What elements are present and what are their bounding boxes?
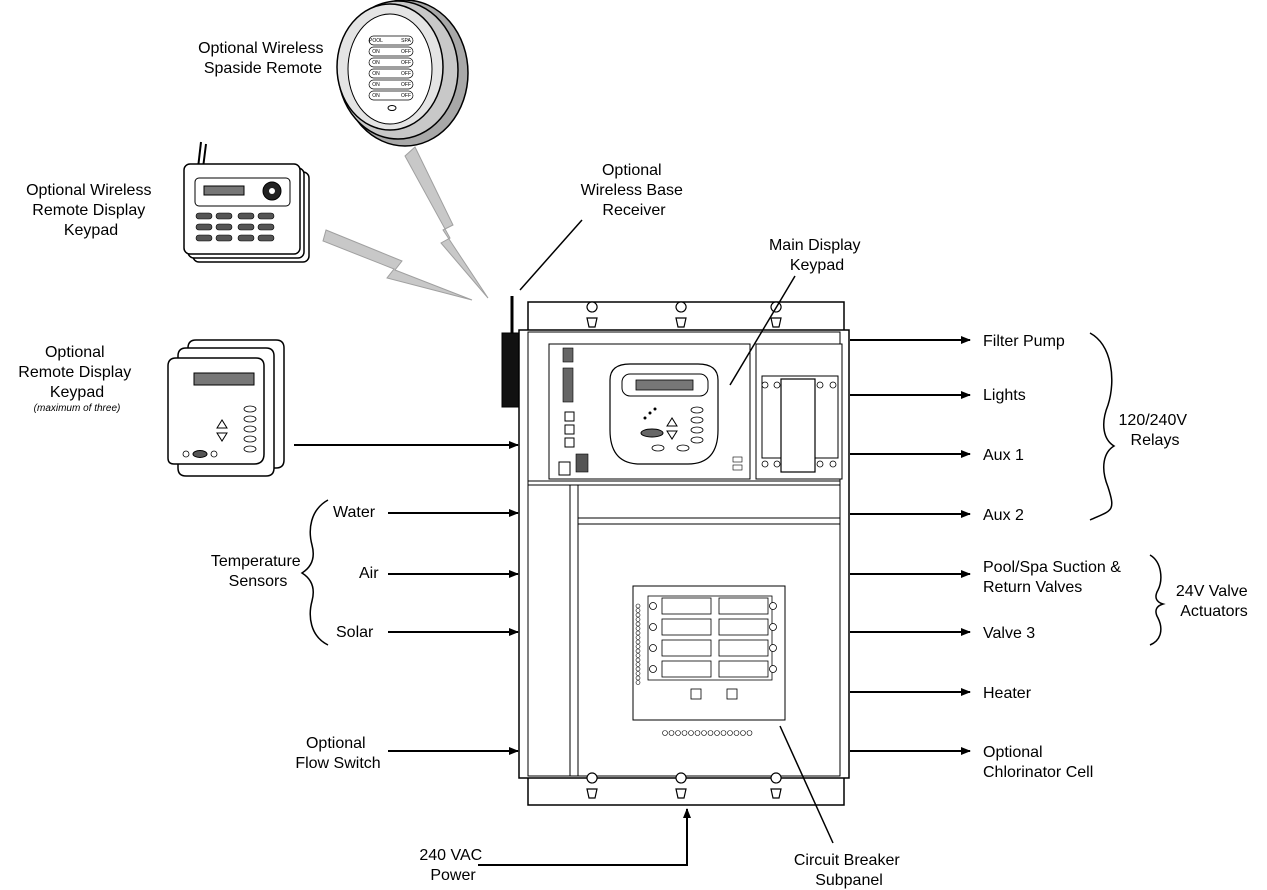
valve-actuators-brace (1149, 554, 1166, 646)
wireless-base-receiver (501, 296, 521, 408)
remote-button-label: OFF (401, 93, 411, 99)
terminal-screw-icon (635, 644, 641, 649)
wireless-spaside-remote: POOL SPA ON OFF ON OFF ON OFF ON OFF ON OFF (336, 0, 469, 147)
temperature-sensors-brace (300, 499, 329, 646)
terminal-screw-icon (635, 639, 641, 645)
remote-button-label: OFF (401, 71, 411, 77)
terminal-screw-icon (635, 662, 641, 667)
remote-button-label: OFF (401, 82, 411, 88)
remote-button-label: ON (372, 60, 380, 66)
remote-display-keypad (167, 339, 285, 477)
terminal-screw-icon (707, 730, 714, 736)
terminal-screw-icon (740, 730, 746, 736)
remote-display-keypad-label: Optional Remote Display Keypad (18, 344, 135, 401)
relays-brace (1089, 332, 1116, 521)
aux2-label: Aux 2 (983, 507, 1024, 524)
leader-line (779, 725, 834, 844)
wireless-spaside-remote-label: Optional Wireless Spaside Remote (198, 40, 328, 77)
pool-spa-valves-label: Pool/Spa Suction & Return Valves (983, 559, 1125, 596)
power-arrow (478, 808, 691, 866)
terminal-screw-icon (733, 730, 740, 736)
flow-switch-label: Optional Flow Switch (295, 735, 380, 772)
power-label: 240 VAC Power (419, 847, 486, 884)
main-display-keypad (548, 343, 751, 480)
terminal-screw-icon (635, 608, 641, 613)
remote-button-label: ON (372, 93, 380, 99)
terminal-screw-icon (635, 617, 641, 622)
heater-label: Heater (983, 685, 1032, 702)
terminal-screw-icon (635, 675, 641, 681)
terminal-screw-icon (635, 612, 641, 618)
terminal-screw-icon (662, 730, 668, 736)
terminal-screw-icon (635, 621, 641, 627)
remote-button-row (368, 90, 414, 101)
lights-label: Lights (983, 387, 1026, 404)
leader-line (729, 275, 796, 386)
remote-button-label: POOL (369, 38, 383, 44)
terminal-screw-icon (720, 730, 727, 736)
terminal-screw-icon (635, 630, 641, 636)
remote-button-label: ON (372, 71, 380, 77)
remote-button-label: ON (372, 82, 380, 88)
wireless-signal-icon (404, 146, 489, 299)
remote-button-row (368, 79, 414, 90)
terminal-screw-icon (688, 730, 694, 736)
circuit-breaker-subpanel-label: Circuit Breaker Subpanel (794, 852, 904, 889)
aux1-label: Aux 1 (983, 447, 1024, 464)
terminal-screw-icon (635, 657, 641, 663)
terminal-screw-icon (635, 626, 641, 631)
main-display-keypad-label: Main Display Keypad (769, 237, 865, 274)
remote-button-label: OFF (401, 60, 411, 66)
valve-actuators-group-label: 24V Valve Actuators (1176, 583, 1252, 620)
wireless-remote-display-keypad-label: Optional Wireless Remote Display Keypad (26, 182, 156, 239)
sensor-air-label: Air (359, 565, 379, 582)
terminal-screw-icon (701, 730, 707, 736)
sensor-solar-label: Solar (336, 624, 374, 641)
filter-pump-label: Filter Pump (983, 333, 1065, 350)
relays-group-label: 120/240V Relays (1119, 412, 1192, 449)
valve3-label: Valve 3 (983, 625, 1035, 642)
temperature-sensors-label: Temperature Sensors (211, 553, 305, 590)
terminal-screw-icon (635, 680, 641, 685)
terminal-screw-icon (635, 666, 641, 672)
sensor-water-label: Water (333, 504, 376, 521)
remote-button-label: OFF (401, 49, 411, 55)
terminal-screw-icon (635, 648, 641, 654)
circuit-breaker-subpanel (632, 585, 786, 736)
wireless-remote-display-keypad (183, 141, 310, 263)
terminal-screw-icon (727, 730, 733, 736)
terminal-screw-icon (675, 730, 681, 736)
terminal-screw-icon (635, 603, 641, 609)
remote-button-row (368, 68, 414, 79)
terminal-screw-icon (635, 653, 641, 658)
relay-block (755, 343, 843, 480)
wireless-base-receiver-label: Optional Wireless Base Receiver (581, 162, 688, 219)
terminal-screw-icon (714, 730, 720, 736)
terminal-screw-icon (635, 671, 641, 676)
mounting-hole-icon (586, 301, 782, 799)
remote-button-row (368, 57, 414, 68)
remote-button-row (368, 46, 414, 57)
terminal-screw-icon (635, 635, 641, 640)
remote-button-row (368, 35, 414, 46)
terminal-screw-icon (681, 730, 688, 736)
remote-button-label: SPA (401, 38, 411, 44)
terminal-screw-icon (694, 730, 701, 736)
terminal-screw-icon (746, 730, 753, 736)
remote-button-label: ON (372, 49, 380, 55)
chlorinator-cell-label: Optional Chlorinator Cell (983, 744, 1093, 781)
terminal-screw-icon (668, 730, 675, 736)
leader-line (519, 219, 583, 291)
remote-display-keypad-note: (maximum of three) (34, 403, 121, 414)
wireless-signal-icon (322, 229, 473, 301)
